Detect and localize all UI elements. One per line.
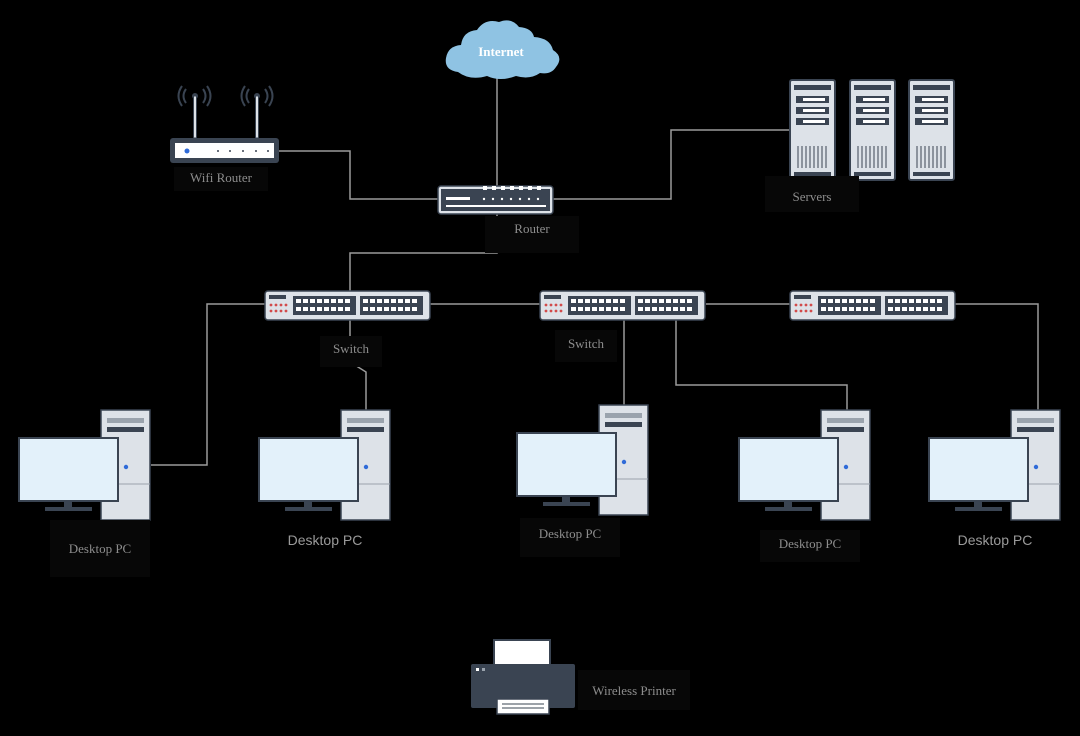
switch-label-2: Switch — [555, 330, 617, 362]
servers-label: Servers — [765, 176, 859, 212]
wifi-router-icon — [170, 85, 279, 163]
switch-label-1: Switch — [320, 336, 382, 367]
desktop-pc-icon — [18, 409, 151, 521]
desktop-pc-label-3: Desktop PC — [520, 518, 620, 557]
cable-switch2-pc4 — [675, 320, 848, 410]
cable-router-switch1 — [349, 214, 498, 291]
switch-icon — [789, 290, 956, 321]
switch-icon — [539, 290, 706, 321]
desktop-pc-label-5: Desktop PC — [957, 532, 1033, 548]
desktop-pc-label-4: Desktop PC — [760, 530, 860, 562]
server-icon — [849, 79, 896, 181]
printer-label: Wireless Printer — [578, 670, 690, 710]
cable-wifi-router — [278, 150, 438, 200]
router-icon — [437, 185, 554, 215]
cable-servers-router — [553, 129, 791, 200]
wifi-router-label: Wifi Router — [174, 167, 268, 191]
desktop-pc-label-1: Desktop PC — [50, 520, 150, 577]
desktop-pc-icon — [258, 409, 391, 521]
desktop-pc-label-2: Desktop PC — [287, 532, 363, 548]
desktop-pc-icon — [928, 409, 1061, 521]
desktop-pc-icon — [738, 409, 871, 521]
internet-label: Internet — [478, 44, 524, 59]
server-icon — [789, 79, 836, 181]
switch-icon — [264, 290, 431, 321]
desktop-pc-icon — [516, 404, 649, 516]
router-label: Router — [485, 216, 579, 253]
cable-switch3-pc5 — [955, 303, 1039, 410]
cables — [151, 76, 1039, 466]
printer-icon — [471, 639, 575, 715]
internet-cloud-icon — [445, 20, 560, 79]
server-icon — [908, 79, 955, 181]
cable-switch1-pc1 — [151, 303, 265, 466]
